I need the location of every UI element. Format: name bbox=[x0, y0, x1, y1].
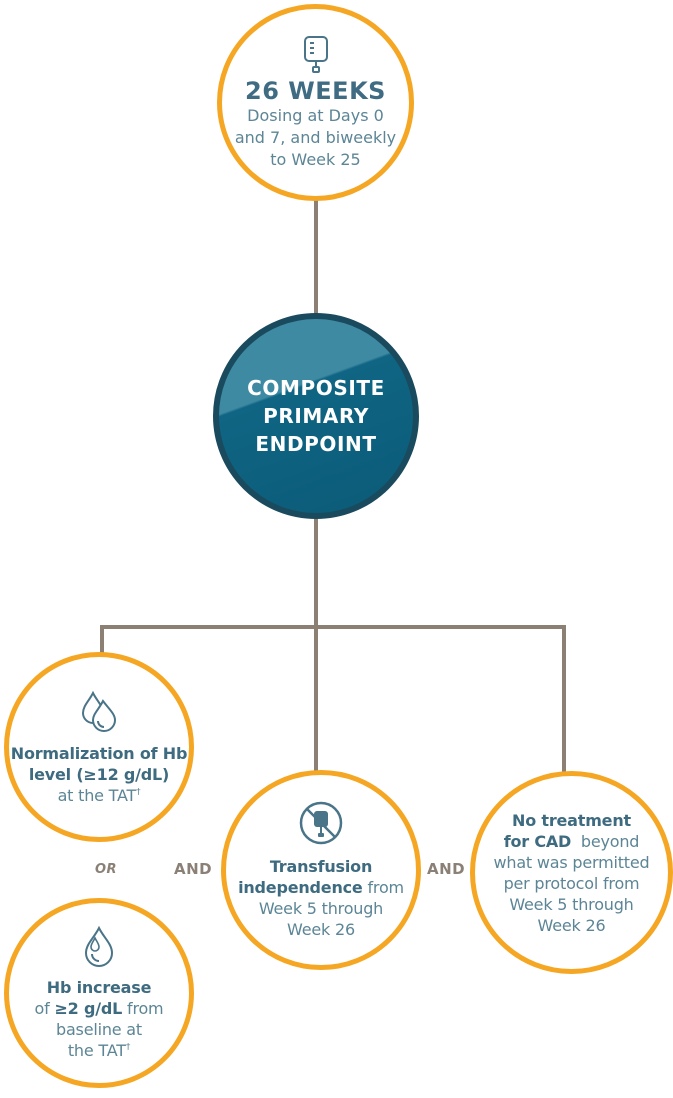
notx-line-6: Week 26 bbox=[537, 915, 606, 935]
blood-drops-icon bbox=[81, 690, 117, 732]
top-node-line-1: Dosing at Days 0 bbox=[247, 105, 384, 125]
notx-line-4: per protocol from bbox=[503, 873, 640, 893]
iv-bag-icon bbox=[303, 35, 328, 73]
hbinc-line-2: of ≥2 g/dL from bbox=[34, 999, 164, 1018]
hbinc-line-3: baseline at bbox=[56, 1020, 142, 1039]
blood-drop-icon bbox=[84, 925, 114, 967]
center-line-1: COMPOSITE bbox=[247, 376, 385, 400]
center-node-composite-endpoint: COMPOSITE PRIMARY ENDPOINT bbox=[213, 313, 419, 519]
top-node-26-weeks: 26 WEEKS Dosing at Days 0 and 7, and biw… bbox=[217, 4, 414, 201]
node-normalization-hb: Normalization of Hb level (≥12 g/dL) at … bbox=[4, 652, 194, 842]
hbinc-line-1: Hb increase bbox=[46, 978, 152, 997]
node-hb-increase: Hb increase of ≥2 g/dL from baseline at … bbox=[4, 898, 194, 1088]
or-label: OR bbox=[95, 862, 118, 877]
trans-line-1: Transfusion bbox=[269, 857, 373, 876]
notx-line-2: for CAD beyond bbox=[503, 831, 640, 851]
node-no-treatment-cad: No treatment for CAD beyond what was per… bbox=[470, 771, 673, 974]
no-transfusion-icon bbox=[299, 801, 343, 845]
norm-line-1: Normalization of Hb bbox=[10, 743, 188, 763]
trans-line-2: independence from bbox=[238, 878, 404, 897]
norm-line-3: at the TAT† bbox=[57, 785, 141, 805]
notx-line-1: No treatment bbox=[512, 810, 631, 830]
top-node-line-2: and 7, and biweekly bbox=[234, 127, 397, 147]
trans-line-3: Week 5 through bbox=[258, 899, 384, 918]
norm-line-2: level (≥12 g/dL) bbox=[28, 764, 170, 784]
node-transfusion-independence: Transfusion independence from Week 5 thr… bbox=[221, 770, 421, 970]
notx-line-3: what was permitted bbox=[493, 852, 650, 872]
and-label-1: AND bbox=[174, 860, 213, 878]
top-node-title: 26 WEEKS bbox=[245, 76, 386, 105]
trans-line-4: Week 26 bbox=[287, 920, 355, 939]
top-node-line-3: to Week 25 bbox=[270, 149, 361, 169]
center-line-2: PRIMARY bbox=[263, 404, 369, 428]
and-label-2: AND bbox=[427, 860, 466, 878]
notx-line-5: Week 5 through bbox=[509, 894, 634, 914]
center-line-3: ENDPOINT bbox=[255, 432, 377, 456]
hbinc-line-4: the TAT† bbox=[67, 1041, 131, 1060]
